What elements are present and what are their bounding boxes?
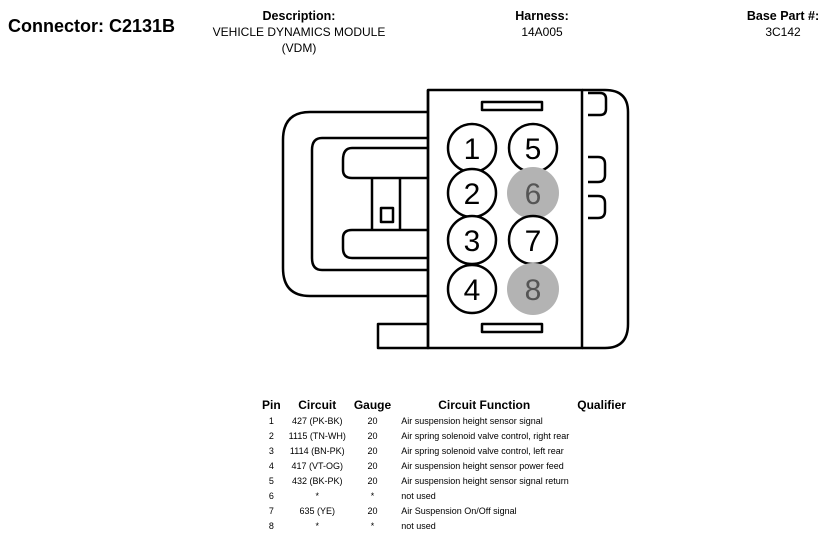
row-circuit: 635 (YE): [299, 505, 336, 516]
key-bottom: [480, 322, 544, 334]
row-gauge: 20: [367, 430, 378, 441]
row-circuit: 417 (VT-OG): [291, 460, 344, 471]
harness-label: Harness:: [515, 9, 569, 23]
pinout-table: Pin Circuit Gauge Circuit Function Quali…: [258, 396, 630, 533]
description-label: Description:: [262, 9, 336, 23]
row-function: not used: [401, 490, 436, 501]
pin-8-circle: [507, 263, 559, 315]
row-qualifier: [573, 458, 630, 473]
row-circuit: 1114 (BN-PK): [289, 445, 345, 456]
pin-face: [426, 88, 584, 350]
table-row: 8 * * not used: [258, 518, 630, 533]
description-value-line1: VEHICLE DYNAMICS MODULE: [212, 25, 386, 39]
row-pin: 6: [268, 490, 274, 501]
table-row: 5 432 (BK-PK) 20 Air suspension height s…: [258, 473, 630, 488]
row-pin: 3: [268, 445, 274, 456]
pin-7-label: 7: [525, 225, 542, 258]
pin-3-label: 3: [464, 225, 481, 258]
header-qualifier: Qualifier: [577, 397, 626, 412]
table-row: 1 427 (PK-BK) 20 Air suspension height s…: [258, 413, 630, 428]
row-circuit: 1115 (TN-WH): [288, 430, 346, 441]
lock-tab-upper: [341, 146, 428, 180]
harness-value: 14A005: [521, 25, 563, 39]
row-pin: 2: [268, 430, 274, 441]
base-part-label: Base Part #:: [746, 9, 820, 23]
row-circuit: 427 (PK-BK): [291, 415, 343, 426]
row-qualifier: [573, 503, 630, 518]
table-row: 2 1115 (TN-WH) 20 Air spring solenoid va…: [258, 428, 630, 443]
row-gauge: 20: [367, 415, 378, 426]
row-gauge: 20: [367, 475, 378, 486]
base-part-value: 3C142: [765, 25, 801, 39]
pinout-header-row: Pin Circuit Gauge Circuit Function Quali…: [258, 396, 630, 413]
lock-tab-lower: [341, 228, 428, 260]
row-qualifier: [573, 518, 630, 533]
key-top: [480, 100, 544, 112]
pin-6-circle: [507, 167, 559, 219]
header-circuit: Circuit: [298, 397, 337, 412]
lock-nub: [379, 206, 395, 224]
connector-title: Connector: C2131B: [8, 16, 176, 36]
row-function: Air suspension height sensor power feed: [401, 460, 564, 471]
pin-5-label: 5: [525, 133, 542, 166]
row-pin: 1: [268, 415, 274, 426]
row-qualifier: [573, 413, 630, 428]
table-row: 3 1114 (BN-PK) 20 Air spring solenoid va…: [258, 443, 630, 458]
row-qualifier: [573, 473, 630, 488]
row-pin: 4: [268, 460, 274, 471]
connector-diagram: 1 2 3 4 5 6 7 8: [281, 88, 630, 350]
row-gauge: *: [370, 520, 375, 531]
row-qualifier: [573, 488, 630, 503]
row-function: Air Suspension On/Off signal: [401, 505, 517, 516]
row-pin: 5: [268, 475, 274, 486]
row-pin: 7: [268, 505, 274, 516]
description-block: Description: VEHICLE DYNAMICS MODULE (VD…: [196, 8, 402, 56]
row-gauge: 20: [367, 445, 378, 456]
pin-4-label: 4: [464, 274, 481, 307]
row-function: Air suspension height sensor signal retu…: [401, 475, 569, 486]
table-row: 6 * * not used: [258, 488, 630, 503]
header-circuit-function: Circuit Function: [438, 397, 531, 412]
row-function: Air spring solenoid valve control, right…: [401, 430, 570, 441]
housing-right-edge: [582, 88, 630, 350]
row-function: Air suspension height sensor signal: [401, 415, 543, 426]
bump-1: [588, 91, 608, 117]
row-circuit: 432 (BK-PK): [291, 475, 343, 486]
pin-1-label: 1: [464, 133, 481, 166]
row-function: Air spring solenoid valve control, left …: [401, 445, 564, 456]
bump-3: [588, 194, 607, 220]
base-part-block: Base Part #: 3C142: [735, 8, 831, 40]
row-circuit: *: [315, 520, 320, 531]
row-pin: 8: [268, 520, 274, 531]
row-gauge: *: [370, 490, 375, 501]
table-row: 7 635 (YE) 20 Air Suspension On/Off sign…: [258, 503, 630, 518]
table-row: 4 417 (VT-OG) 20 Air suspension height s…: [258, 458, 630, 473]
pin-2-label: 2: [464, 178, 481, 211]
row-gauge: 20: [367, 505, 378, 516]
row-qualifier: [573, 443, 630, 458]
row-qualifier: [573, 428, 630, 443]
pin-8-label: 8: [525, 274, 542, 307]
row-function: not used: [401, 520, 436, 531]
header-pin: Pin: [262, 397, 281, 412]
latch-outline: [281, 110, 428, 298]
bump-2: [588, 155, 607, 184]
row-gauge: 20: [367, 460, 378, 471]
row-circuit: *: [315, 490, 320, 501]
pin-6-label: 6: [525, 178, 542, 211]
description-value-line2: (VDM): [281, 41, 317, 55]
header-gauge: Gauge: [353, 397, 392, 412]
harness-block: Harness: 14A005: [492, 8, 592, 40]
pin-4-circle: [446, 263, 498, 315]
latch-inner-outline: [310, 136, 428, 272]
housing-body: [376, 90, 430, 350]
